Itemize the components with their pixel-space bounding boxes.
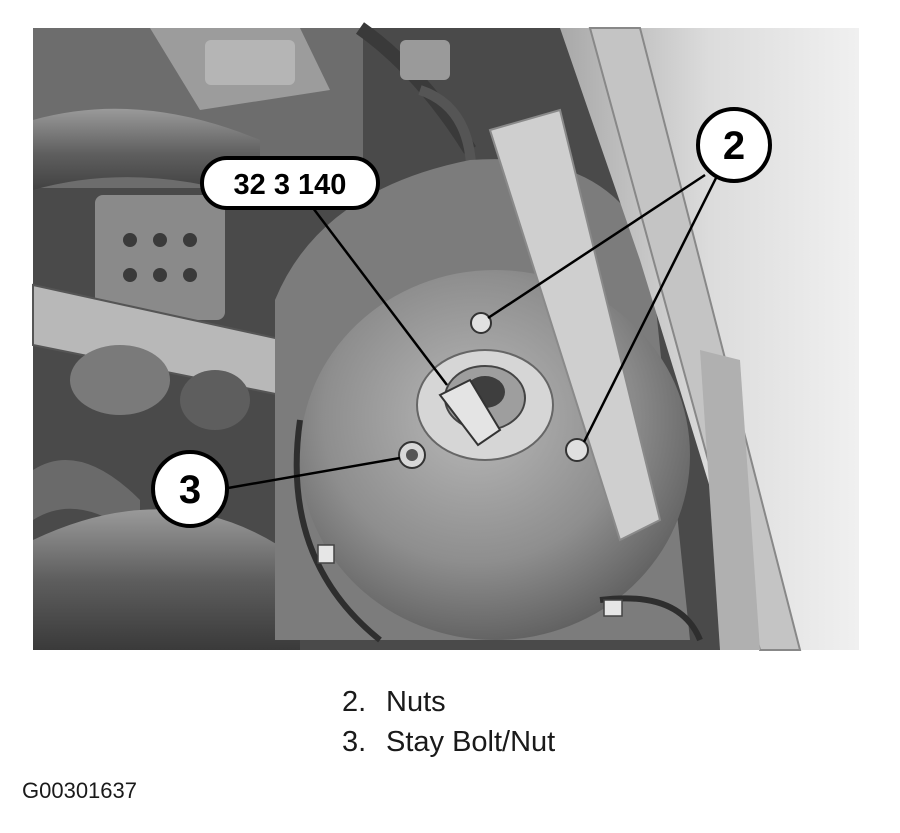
legend-number: 2. xyxy=(342,686,367,718)
callout-2: 2 xyxy=(696,107,772,183)
legend-item: 3. Stay Bolt/Nut xyxy=(342,722,555,762)
nut-upper xyxy=(470,312,492,334)
nut-lower xyxy=(565,438,589,462)
tool-label-callout: 32 3 140 xyxy=(200,156,380,210)
leader-lines xyxy=(227,173,718,490)
callout-3: 3 xyxy=(151,450,229,528)
tool-label-text: 32 3 140 xyxy=(234,169,347,201)
legend-item: 2. Nuts xyxy=(342,682,555,722)
figure-id: G00301637 xyxy=(22,778,137,803)
strut-mount-illustration: 32 3 140 2 3 xyxy=(32,22,859,651)
legend-text: Stay Bolt/Nut xyxy=(386,726,556,758)
legend-number: 3. xyxy=(342,726,367,758)
legend: 2. Nuts 3. Stay Bolt/Nut xyxy=(342,682,555,762)
callout-3-number: 3 xyxy=(179,468,201,512)
legend-text: Nuts xyxy=(386,686,446,718)
callout-2-number: 2 xyxy=(723,124,745,168)
